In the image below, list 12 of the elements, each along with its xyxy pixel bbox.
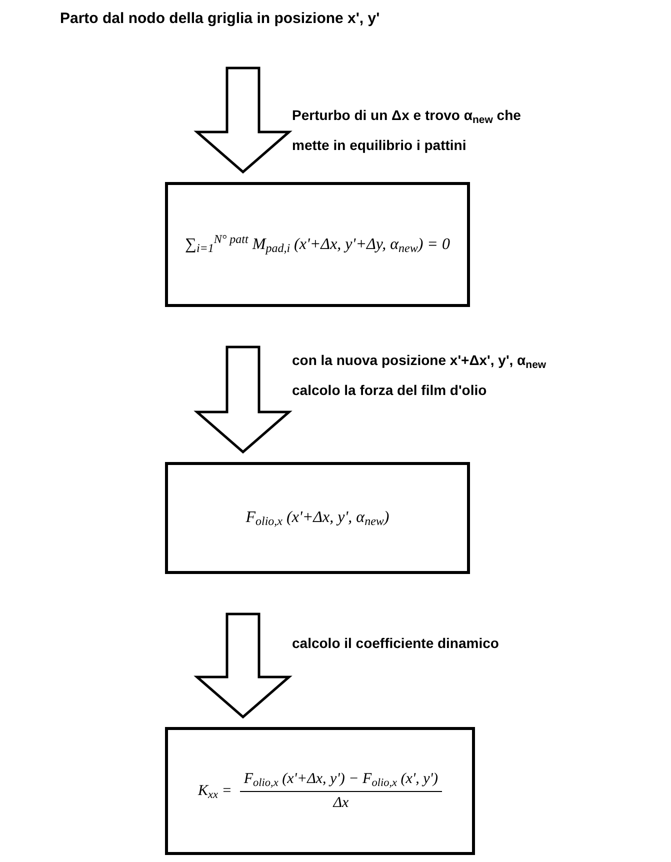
hollow-arrow — [194, 612, 292, 719]
edge-label: Perturbo di un Δx e trovo α$_{new}$ che mette in equilibrio i pattini — [292, 106, 522, 155]
edge-label: calcolo il coefficiente dinamico — [292, 634, 500, 653]
hollow-arrow — [194, 346, 292, 454]
formula-text: K$_{xx}$ = — [198, 782, 232, 802]
process-box: F$_{olio,x}$ (x'+Δx, y', α$_{new}$) — [165, 462, 470, 574]
process-box: ∑$_{i=1}$$^{N° patt}$ M$_{pad,i}$ (x'+Δx, y'+Δy, α$_{new}$) = 0 — [165, 182, 470, 307]
formula-numerator: F$_{olio,x}$ (x'+Δx, y') − F$_{olio,x}$ (x', y') — [240, 768, 442, 792]
start-text: Parto dal nodo della griglia in posizione x', y' — [60, 8, 480, 30]
formula-denominator: Δx — [333, 794, 349, 812]
edge-label: con la nuova posizione x'+Δx', y', α$_{new}$ calcolo la forza del film d'olio — [292, 351, 548, 400]
hollow-arrow — [194, 66, 292, 174]
